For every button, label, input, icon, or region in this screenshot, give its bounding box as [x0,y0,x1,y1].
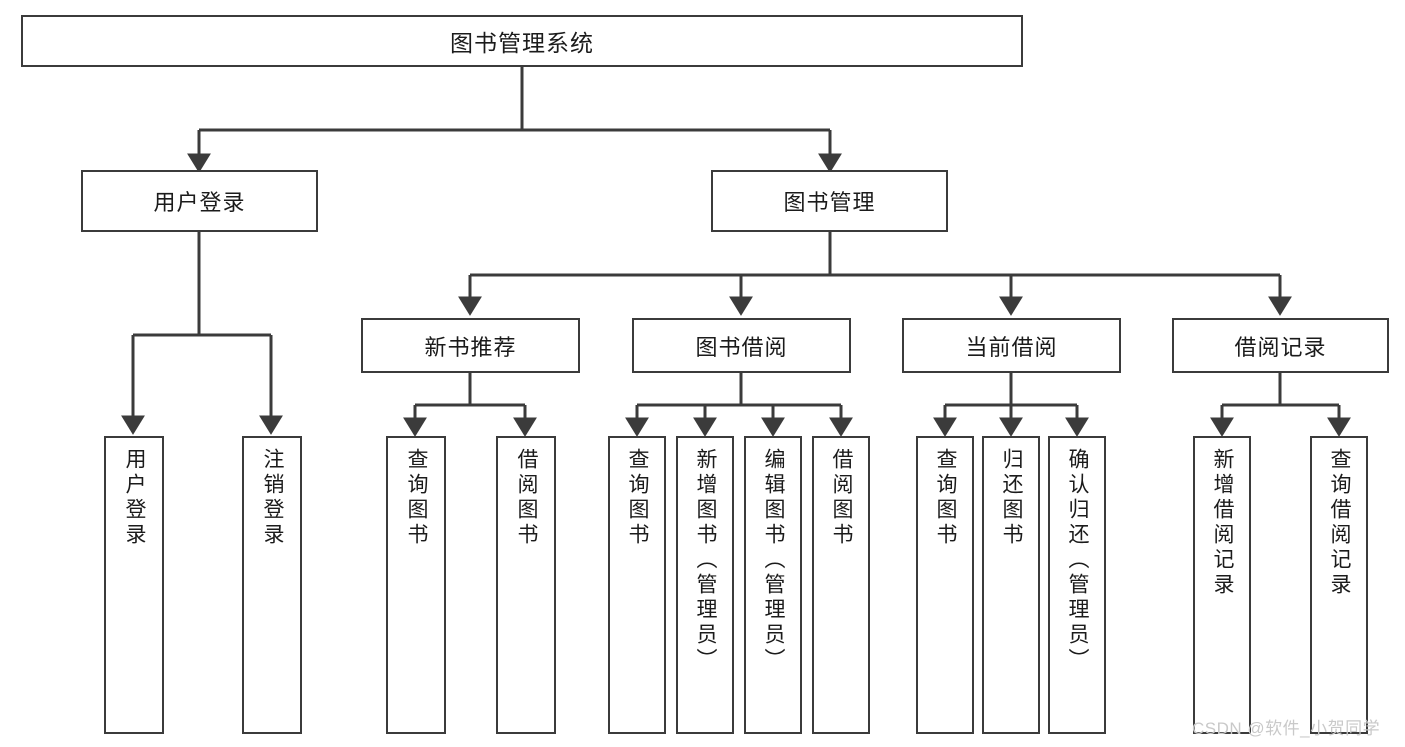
node-borrow-record[interactable]: 借阅记录 [1172,318,1389,373]
leaf-current-query-book[interactable]: 查询图书 [916,436,974,734]
node-label: 查询借阅记录 [1328,448,1352,598]
node-label: 归还图书 [1000,448,1024,548]
node-label: 用户登录 [153,190,246,215]
leaf-current-confirm-return[interactable]: 确认归还（管理员） [1048,436,1106,734]
node-label: 借阅记录 [1234,334,1327,360]
node-user-login[interactable]: 用户登录 [81,170,318,232]
leaf-borrow-add-book[interactable]: 新增图书（管理员） [676,436,734,734]
leaf-borrow-edit-book[interactable]: 编辑图书（管理员） [744,436,802,734]
node-book-management[interactable]: 图书管理 [711,170,948,232]
node-label: 新书推荐 [424,334,517,360]
node-label: 查询图书 [934,448,958,548]
node-label: 新增借阅记录 [1211,448,1235,598]
node-label: 图书管理系统 [450,30,594,56]
node-label: 新增图书（管理员） [694,448,718,673]
leaf-current-return-book[interactable]: 归还图书 [982,436,1040,734]
node-label: 编辑图书（管理员） [762,448,786,673]
node-label: 查询图书 [626,448,650,548]
node-new-book-recommend[interactable]: 新书推荐 [361,318,580,373]
leaf-record-query-record[interactable]: 查询借阅记录 [1310,436,1368,734]
node-label: 借阅图书 [830,448,854,548]
node-book-borrow[interactable]: 图书借阅 [632,318,851,373]
leaf-record-add-record[interactable]: 新增借阅记录 [1193,436,1251,734]
node-label: 当前借阅 [965,334,1058,360]
node-label: 借阅图书 [515,448,539,548]
leaf-borrow-query-book[interactable]: 查询图书 [608,436,666,734]
leaf-user-login-login[interactable]: 用户登录 [104,436,164,734]
node-label: 查询图书 [405,448,429,548]
node-label: 注销登录 [261,448,285,548]
node-current-borrow[interactable]: 当前借阅 [902,318,1121,373]
node-label: 图书借阅 [695,334,788,360]
node-root-system[interactable]: 图书管理系统 [21,15,1023,67]
leaf-recommend-borrow-book[interactable]: 借阅图书 [496,436,556,734]
leaf-user-login-logout[interactable]: 注销登录 [242,436,302,734]
node-label: 确认归还（管理员） [1066,448,1090,673]
leaf-recommend-query-book[interactable]: 查询图书 [386,436,446,734]
node-label: 用户登录 [123,448,147,548]
leaf-borrow-borrow-book[interactable]: 借阅图书 [812,436,870,734]
node-label: 图书管理 [783,190,876,215]
csdn-watermark: CSDN @软件_小贺同学 [1192,719,1381,738]
